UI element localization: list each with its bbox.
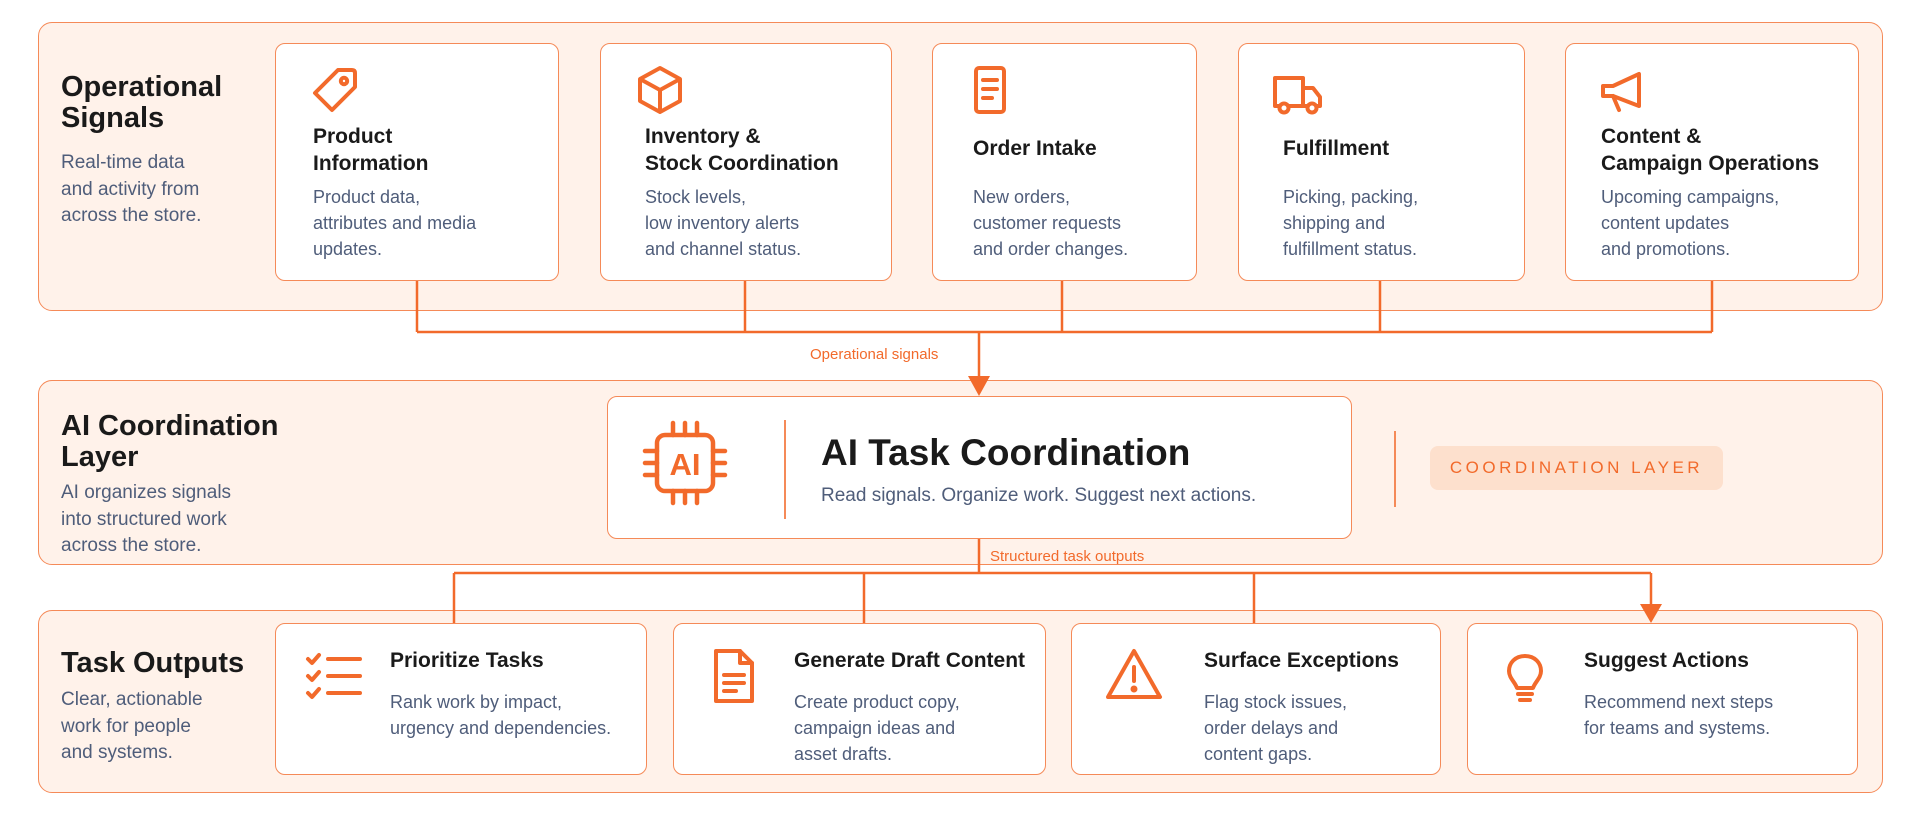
signal-card-fulfillment: [1238, 43, 1525, 281]
operational-signals-description: Real-time data and activity from across …: [61, 152, 202, 226]
delivery-truck-icon: [1271, 72, 1323, 116]
lightbulb-icon: [1505, 652, 1545, 704]
checklist-icon: [304, 651, 364, 703]
ai-chip-label: AI: [670, 447, 701, 482]
signal-card-product-information: [275, 43, 559, 281]
output-card-prioritize-tasks: [275, 623, 647, 775]
draft-document-icon: [712, 647, 756, 705]
operational-signals-heading: Operational Signals: [61, 71, 223, 134]
ai-chip-icon: AI: [641, 419, 729, 507]
output-card-title: Generate Draft Content: [794, 649, 1026, 672]
ai-coordination-description: AI organizes signals into structured wor…: [61, 482, 232, 556]
arrow-down-icon: [1640, 604, 1662, 623]
price-tag-icon: [308, 64, 360, 116]
output-card-description: Create product copy, campaign ideas and …: [794, 692, 960, 764]
warning-triangle-icon: [1104, 646, 1164, 702]
operational-signals-label: Operational signals: [810, 346, 939, 363]
document-icon: [972, 64, 1008, 116]
signal-card-content-campaign: [1565, 43, 1859, 281]
signal-card-description: Picking, packing, shipping and fulfillme…: [1283, 187, 1419, 259]
coordination-layer-badge: COORDINATION LAYER: [1430, 446, 1723, 490]
signal-card-title: Inventory & Stock Coordination: [645, 125, 839, 175]
signal-card-description: Upcoming campaigns, content updates and …: [1601, 187, 1780, 259]
signal-card-description: Product data, attributes and media updat…: [313, 187, 477, 259]
task-outputs-heading: Task Outputs: [61, 647, 245, 679]
output-card-title: Surface Exceptions: [1204, 649, 1399, 672]
output-card-description: Flag stock issues, order delays and cont…: [1204, 692, 1348, 764]
signal-card-description: Stock levels, low inventory alerts and c…: [645, 187, 802, 259]
output-card-suggest-actions: [1467, 623, 1858, 775]
megaphone-icon: [1599, 68, 1645, 114]
ai-task-coordination-title: AI Task Coordination: [821, 432, 1191, 473]
structured-task-outputs-label: Structured task outputs: [990, 548, 1145, 565]
signal-card-title: Fulfillment: [1283, 137, 1390, 160]
output-card-title: Suggest Actions: [1584, 649, 1749, 672]
ai-card-divider: [784, 420, 786, 519]
signal-card-title: Order Intake: [973, 137, 1097, 160]
ai-coordination-heading: AI Coordination Layer: [61, 410, 279, 473]
output-card-title: Prioritize Tasks: [390, 649, 544, 672]
task-outputs-description: Clear, actionable work for people and sy…: [61, 689, 203, 763]
ai-task-coordination-card: [607, 396, 1352, 539]
signal-card-title: Product Information: [313, 125, 429, 175]
signal-card-title: Content & Campaign Operations: [1601, 125, 1820, 175]
signal-connector-drops: [415, 281, 1714, 332]
arrow-down-icon: [968, 376, 990, 396]
coordination-divider: [1394, 431, 1396, 507]
output-card-description: Recommend next steps for teams and syste…: [1584, 692, 1774, 738]
signal-card-description: New orders, customer requests and order …: [973, 187, 1129, 259]
output-connector-drops: [452, 573, 1256, 623]
ai-task-coordination-subtitle: Read signals. Organize work. Suggest nex…: [821, 485, 1257, 506]
cube-box-icon: [636, 64, 684, 116]
output-card-description: Rank work by impact, urgency and depende…: [390, 692, 612, 738]
